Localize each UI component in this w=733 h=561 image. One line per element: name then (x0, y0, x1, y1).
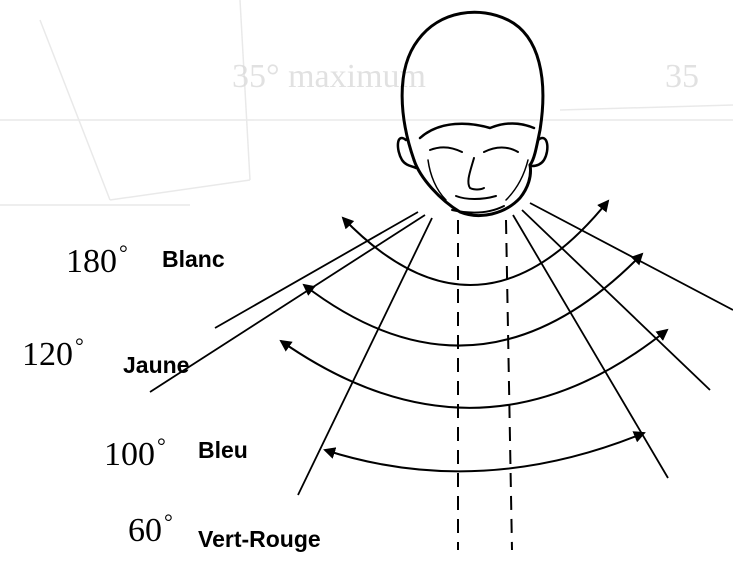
angle-value: 60 (128, 512, 162, 549)
background-ghost-lines (0, 0, 733, 205)
degree-sign: ° (75, 333, 84, 358)
degree-sign: ° (157, 433, 166, 458)
degree-sign: ° (164, 509, 173, 534)
arc-100-bleu (281, 330, 667, 408)
angle-value: 120 (22, 336, 73, 373)
colour-label-vert-rouge: Vert-Rouge (198, 526, 321, 553)
angle-label-60: 60° (128, 509, 173, 550)
angle-value: 180 (66, 243, 117, 280)
field-arcs (281, 201, 667, 471)
angle-label-180: 180° (66, 240, 128, 281)
head-icon (398, 12, 547, 215)
angle-label-120: 120° (22, 333, 84, 374)
line-of-sight (458, 220, 512, 550)
colour-label-bleu: Bleu (198, 437, 248, 464)
colour-label-jaune: Jaune (123, 352, 189, 379)
colour-label-blanc: Blanc (162, 246, 225, 273)
arc-60-vert-rouge (325, 433, 644, 471)
arc-120-jaune (304, 254, 642, 346)
angle-value: 100 (104, 436, 155, 473)
angle-label-100: 100° (104, 433, 166, 474)
degree-sign: ° (119, 240, 128, 265)
